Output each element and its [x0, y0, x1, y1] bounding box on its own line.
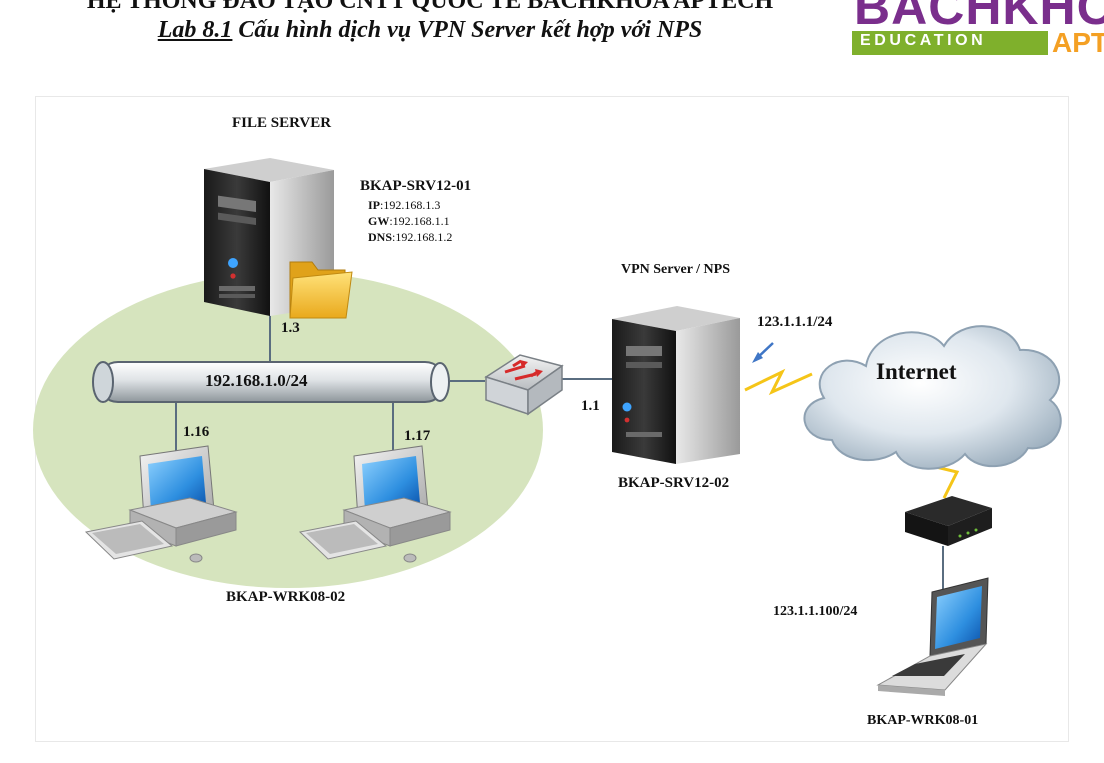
laptop-icon [876, 577, 989, 696]
file-server-hostname: BKAP-SRV12-01 [360, 178, 472, 194]
vpn-server-tower-icon [612, 306, 740, 464]
lan-backbone [92, 361, 450, 403]
vpn-server-wan-ip: 123.1.1.1/24 [757, 314, 833, 330]
links [175, 312, 944, 590]
logo-green-bar [852, 31, 1048, 55]
org-title: HỆ THỐNG ĐÀO TẠO CNTT QUỐC TẾ BACHKHOA A… [86, 0, 774, 14]
logo-tagline: EDUCATION [860, 32, 987, 49]
pc2-ip-label: 1.17 [404, 428, 431, 444]
wan-ip-arrow-icon [752, 342, 774, 363]
vpn-server-hostname: BKAP-SRV12-02 [618, 475, 730, 491]
lab-title: Lab 8.1 Cấu hình dịch vụ VPN Server kết … [0, 17, 860, 44]
switch-icon [484, 354, 564, 416]
remote-client-ip: 123.1.1.100/24 [773, 604, 858, 619]
vpn-server-lan-ip: 1.1 [581, 398, 600, 414]
desktop-pc-icon [298, 445, 452, 563]
vpn-server-role-label: VPN Server / NPS [621, 262, 730, 277]
bachkhoa-aptech-logo: BACHKHOA EDUCATION APT [848, 0, 1104, 58]
logo-suffix: APT [1052, 27, 1104, 58]
file-server-ip: IP:192.168.1.3 [368, 198, 441, 212]
lightning-icon [744, 368, 813, 396]
remote-client-hostname: BKAP-WRK08-01 [867, 713, 979, 728]
file-server-gateway: GW:192.168.1.1 [368, 214, 450, 228]
client-group-label: BKAP-WRK08-02 [226, 589, 346, 605]
pc1-ip-label: 1.16 [183, 424, 210, 440]
file-server-ip-config: IP:192.168.1.3 GW:192.168.1.1 DNS:192.16… [368, 197, 452, 245]
internet-label: Internet [876, 359, 957, 384]
desktop-pc-icon [84, 445, 238, 563]
file-server-role-label: FILE SERVER [232, 115, 332, 131]
lab-number: Lab 8.1 [157, 17, 233, 43]
file-server-dns: DNS:192.168.1.2 [368, 230, 453, 244]
lan-subnet-label: 192.168.1.0/24 [205, 371, 308, 390]
folder-icon [289, 261, 353, 319]
internet-cloud-icon [803, 325, 1062, 470]
lab-title-text: Cấu hình dịch vụ VPN Server kết hợp với … [232, 17, 703, 43]
file-server-link-ip: 1.3 [281, 320, 300, 336]
modem-icon [905, 496, 992, 546]
logo-wordmark: BACHKHOA [854, 0, 1104, 35]
